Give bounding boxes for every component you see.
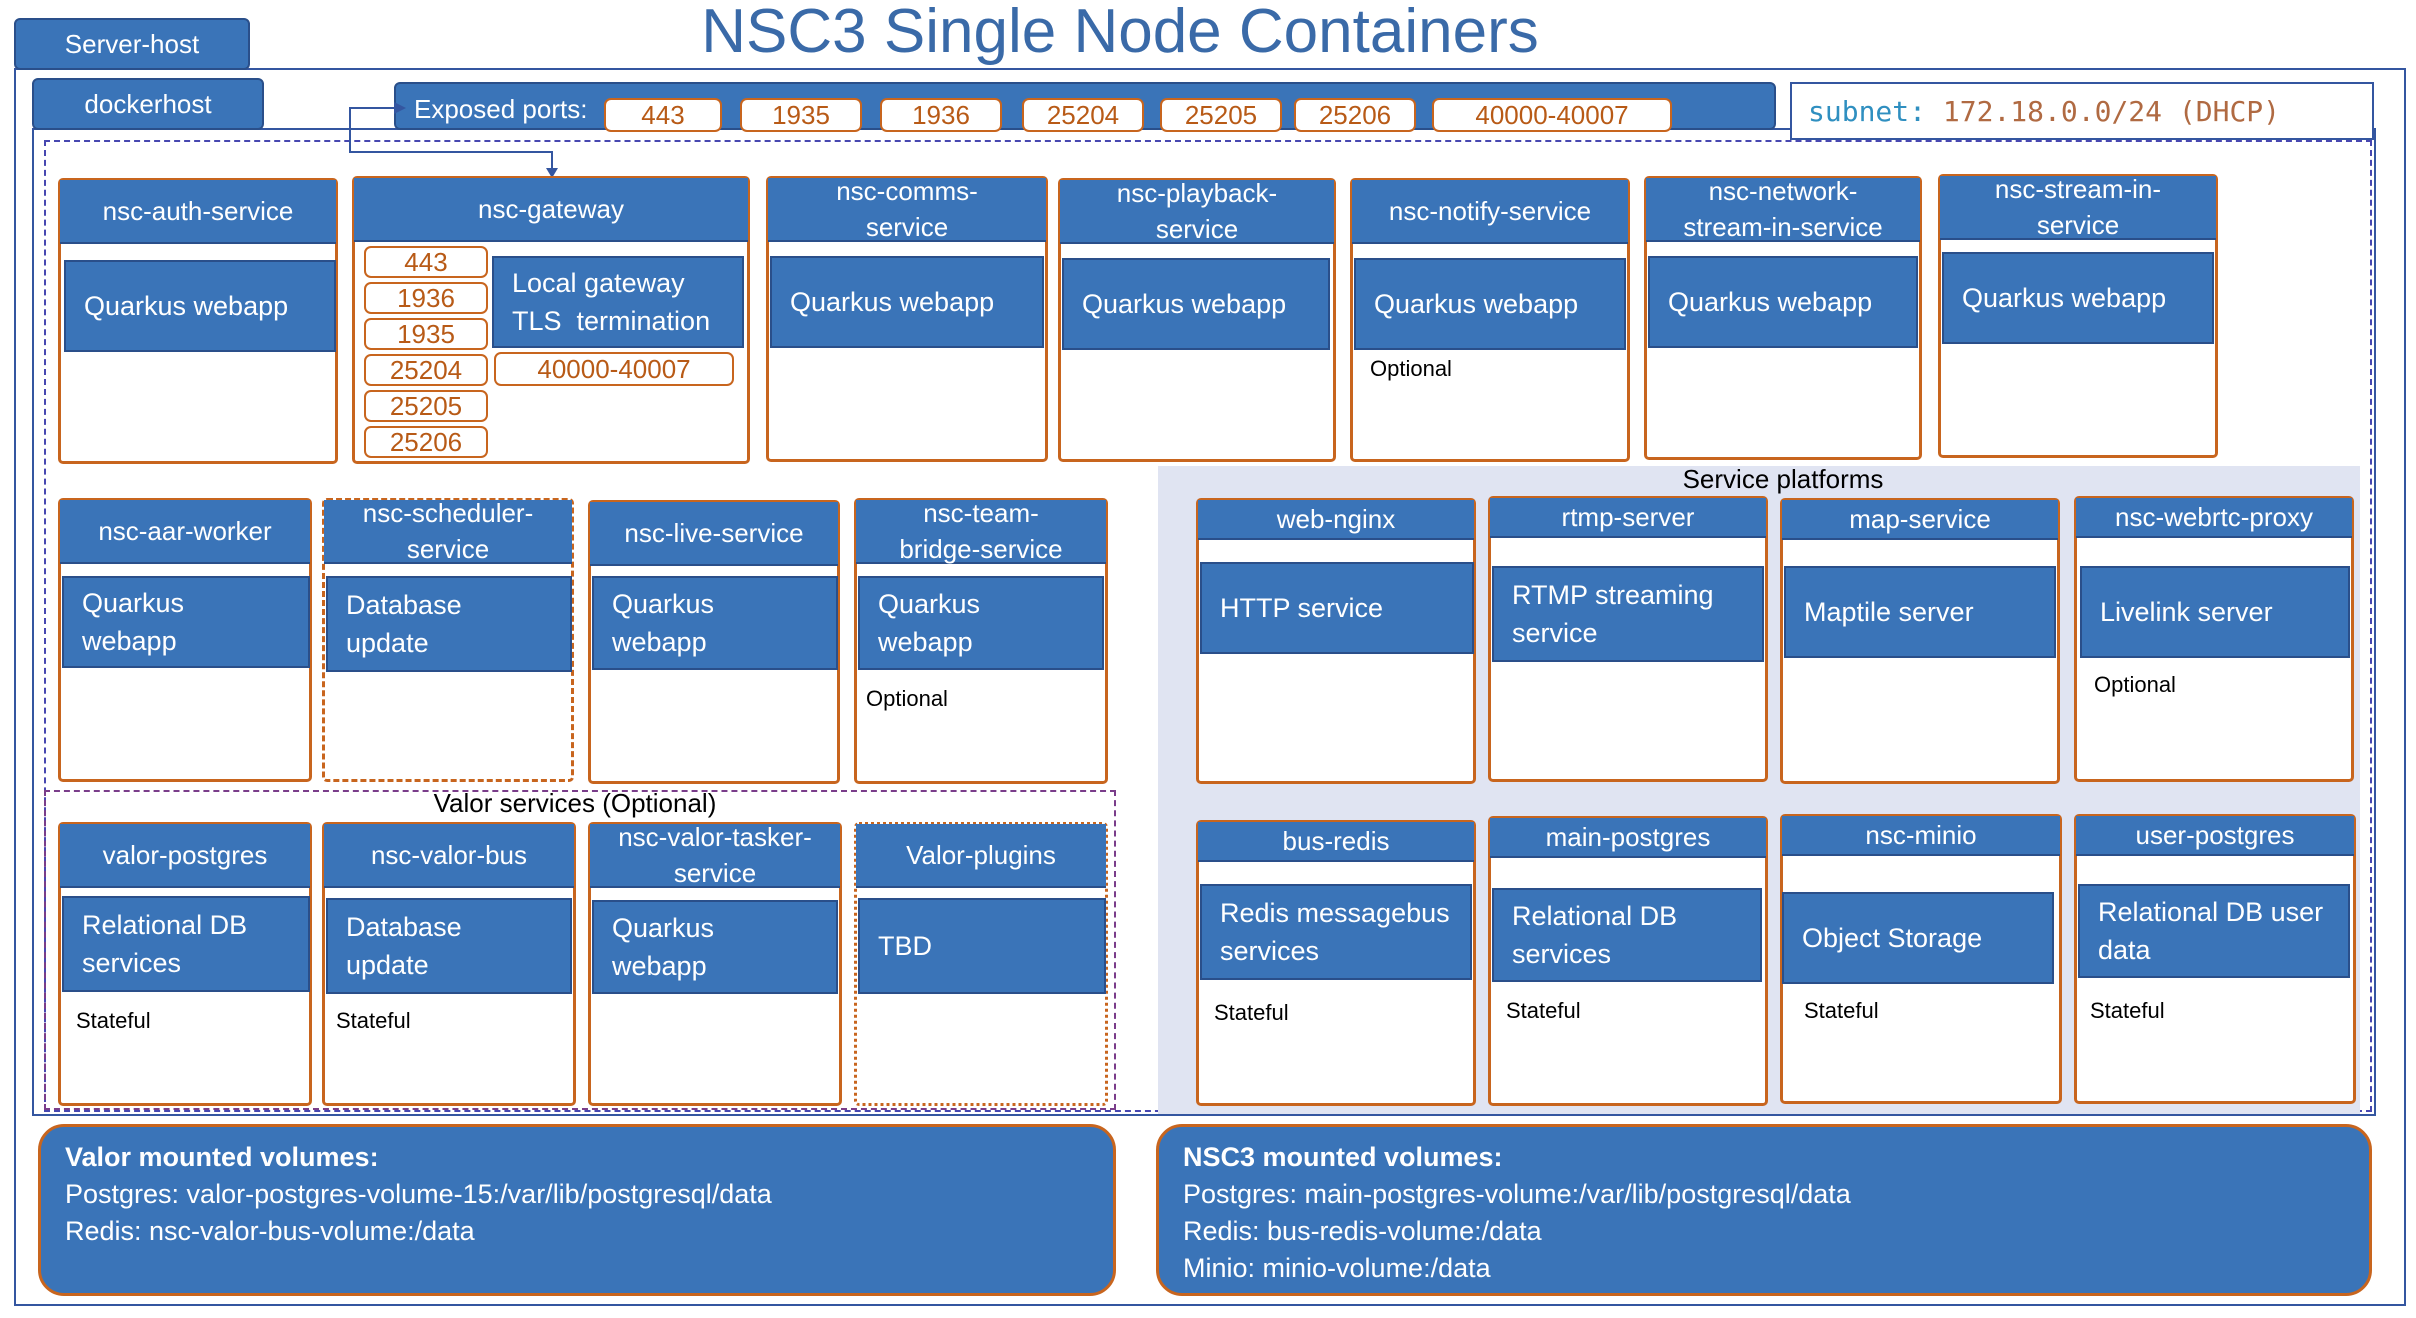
platform-body: Redis messagebus services — [1200, 884, 1472, 980]
service-body: Quarkus webapp — [1942, 252, 2214, 344]
server-host-label: Server-host — [14, 18, 250, 70]
service-body: Quarkus webapp — [64, 260, 336, 352]
platform-name: rtmp-server — [1490, 498, 1766, 538]
subnet-value: 172.18.0.0/24 (DHCP) — [1926, 94, 2281, 128]
service-note: Optional — [1370, 356, 1452, 381]
exposed-port: 25204 — [1022, 98, 1144, 132]
platform-body: Livelink server — [2080, 566, 2350, 658]
gateway-port-range: 40000-40007 — [494, 352, 734, 386]
service-name: nsc-network- stream-in-service — [1646, 176, 1920, 242]
service-note: Stateful — [336, 1008, 411, 1033]
platform-name: web-nginx — [1198, 500, 1474, 540]
nsc3-volumes-panel: NSC3 mounted volumes: Postgres: main-pos… — [1156, 1124, 2372, 1296]
service-name: nsc-stream-in- service — [1940, 174, 2216, 240]
platform-name: main-postgres — [1490, 818, 1766, 858]
service-name: nsc-live-service — [590, 502, 838, 566]
service-name: nsc-team- bridge-service — [856, 498, 1106, 564]
diagram-title: NSC3 Single Node Containers — [701, 0, 1539, 66]
service-body: Quarkus webapp — [62, 576, 310, 668]
service-name: nsc-valor-bus — [324, 824, 574, 888]
service-name: nsc-valor-tasker- service — [590, 822, 840, 888]
platform-body: Relational DB user data — [2078, 884, 2350, 978]
valor-volumes-title: Valor mounted volumes: — [65, 1142, 379, 1172]
exposed-port: 40000-40007 — [1432, 98, 1672, 132]
platform-note: Stateful — [1804, 998, 1879, 1023]
platform-body: Object Storage — [1782, 892, 2054, 984]
server-host-frame — [14, 68, 2406, 1306]
platform-note: Optional — [2094, 672, 2176, 697]
platform-name: nsc-webrtc-proxy — [2076, 498, 2352, 538]
nsc3-volumes-line: Redis: bus-redis-volume:/data — [1183, 1216, 1542, 1246]
platform-note: Stateful — [2090, 998, 2165, 1023]
service-name: valor-postgres — [60, 824, 310, 888]
service-name: nsc-comms- service — [768, 176, 1046, 242]
subnet-key: subnet: — [1808, 94, 1927, 128]
gateway-port: 443 — [364, 246, 488, 278]
service-body: Quarkus webapp — [592, 900, 838, 994]
service-name: nsc-gateway — [354, 178, 748, 242]
platform-name: bus-redis — [1198, 822, 1474, 862]
service-body: Relational DB services — [62, 896, 310, 992]
valor-services-label: Valor services (Optional) — [433, 788, 717, 818]
platform-name: nsc-minio — [1782, 816, 2060, 856]
platform-body: HTTP service — [1200, 562, 1474, 654]
gateway-port: 1935 — [364, 318, 488, 350]
valor-volumes-line: Postgres: valor-postgres-volume-15:/var/… — [65, 1179, 772, 1209]
service-name: nsc-playback- service — [1060, 178, 1334, 244]
platform-note: Stateful — [1506, 998, 1581, 1023]
platform-body: Relational DB services — [1492, 888, 1762, 982]
service-platforms-label: Service platforms — [1682, 464, 1884, 494]
gateway-port: 25205 — [364, 390, 488, 422]
service-name: nsc-aar-worker — [60, 500, 310, 564]
service-body: Quarkus webapp — [592, 576, 838, 670]
service-body: Quarkus webapp — [1354, 258, 1626, 350]
valor-volumes-line: Redis: nsc-valor-bus-volume:/data — [65, 1216, 475, 1246]
service-body: Database update — [326, 576, 572, 672]
valor-volumes-panel: Valor mounted volumes: Postgres: valor-p… — [38, 1124, 1116, 1296]
gateway-port: 25206 — [364, 426, 488, 458]
service-body: Database update — [326, 898, 572, 994]
platform-body: RTMP streaming service — [1492, 566, 1764, 662]
nsc3-volumes-line: Postgres: main-postgres-volume:/var/lib/… — [1183, 1179, 1851, 1209]
valor-services-frame — [44, 790, 1116, 1110]
platform-note: Stateful — [1214, 1000, 1289, 1025]
service-body: Quarkus webapp — [1062, 258, 1330, 350]
exposed-port: 1936 — [880, 98, 1002, 132]
exposed-port: 1935 — [740, 98, 862, 132]
ports-to-gateway-arrow — [349, 102, 558, 178]
service-body: Quarkus webapp — [770, 256, 1044, 348]
service-note: Stateful — [76, 1008, 151, 1033]
gateway-port: 1936 — [364, 282, 488, 314]
exposed-port: 25205 — [1160, 98, 1282, 132]
service-name: nsc-scheduler- service — [324, 498, 572, 564]
service-name: nsc-auth-service — [60, 180, 336, 244]
gateway-port: 25204 — [364, 354, 488, 386]
exposed-ports-label: Exposed ports: — [414, 94, 588, 124]
nsc3-volumes-line: Minio: minio-volume:/data — [1183, 1253, 1491, 1283]
service-name: Valor-plugins — [856, 824, 1106, 888]
service-body: Quarkus webapp — [1648, 256, 1918, 348]
service-note: Optional — [866, 686, 948, 711]
service-name: nsc-notify-service — [1352, 180, 1628, 244]
service-body: Quarkus webapp — [858, 576, 1104, 670]
platform-body: Maptile server — [1784, 566, 2056, 658]
exposed-port: 443 — [604, 98, 722, 132]
platform-name: user-postgres — [2076, 816, 2354, 856]
nsc3-volumes-title: NSC3 mounted volumes: — [1183, 1142, 1503, 1172]
exposed-port: 25206 — [1294, 98, 1416, 132]
dockerhost-label: dockerhost — [32, 78, 264, 130]
platform-name: map-service — [1782, 500, 2058, 540]
subnet-label: subnet: 172.18.0.0/24 (DHCP) — [1790, 82, 2374, 140]
gateway-local-tls: Local gateway TLS termination — [492, 256, 744, 348]
service-body: TBD — [858, 898, 1106, 994]
